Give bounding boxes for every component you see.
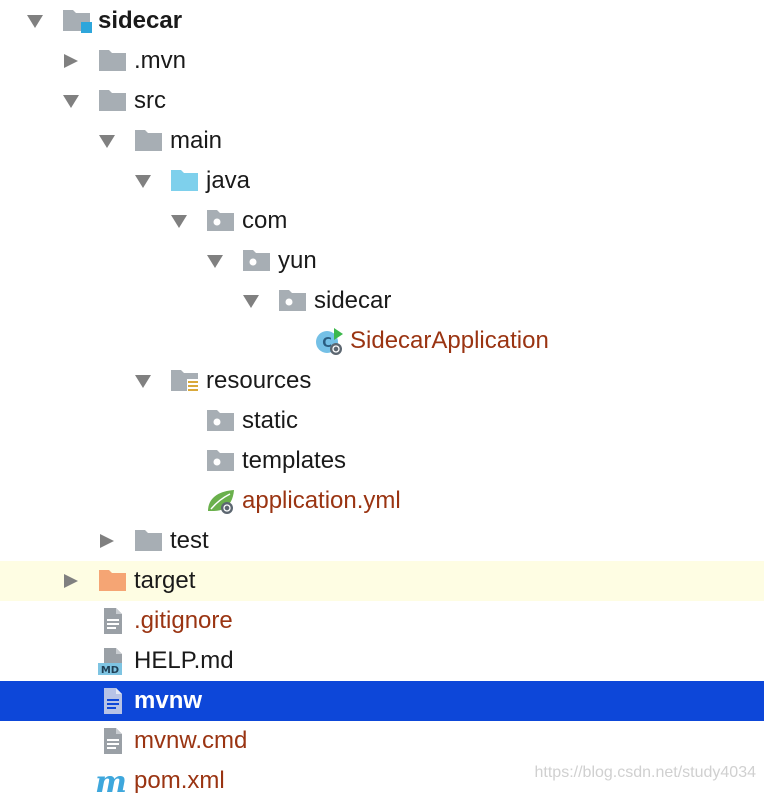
tree-row[interactable]: sidecar (0, 281, 764, 321)
tree-label: main (170, 127, 223, 154)
tree-row[interactable]: test (0, 521, 764, 561)
tree-row[interactable]: .gitignore (0, 601, 764, 641)
expand-arrow-icon[interactable] (26, 13, 44, 29)
spring-boot-class-icon: C (316, 328, 343, 355)
folder-icon (99, 50, 126, 71)
tree-label: templates (242, 447, 347, 474)
package-icon (243, 250, 270, 271)
tree-row-selected[interactable]: mvnw (0, 681, 764, 721)
tree-row[interactable]: mvnw.cmd (0, 721, 764, 761)
expand-arrow-icon[interactable] (242, 293, 260, 309)
tree-label: static (242, 407, 299, 434)
tree-label: mvnw (134, 687, 203, 714)
markdown-file-icon: MD (98, 648, 122, 675)
watermark: https://blog.csdn.net/study4034 (534, 764, 756, 781)
tree-label: src (134, 87, 166, 114)
tree-label: com (242, 207, 288, 234)
tree-row-root[interactable]: sidecar (0, 1, 764, 41)
tree-row[interactable]: MD HELP.md (0, 641, 764, 681)
tree-row[interactable]: main (0, 121, 764, 161)
tree-row[interactable]: target (0, 561, 764, 601)
tree-row[interactable]: com (0, 201, 764, 241)
package-icon (207, 210, 234, 231)
expand-arrow-icon[interactable] (134, 173, 152, 189)
tree-row[interactable]: yun (0, 241, 764, 281)
tree-label: .gitignore (134, 607, 233, 634)
tree-label: test (170, 527, 209, 554)
text-file-icon (104, 688, 122, 714)
tree-row[interactable]: templates (0, 441, 764, 481)
tree-label: pom.xml (134, 767, 225, 794)
tree-row[interactable]: .mvn (0, 41, 764, 81)
expand-arrow-icon[interactable] (62, 93, 80, 109)
tree-label: .mvn (134, 47, 187, 74)
svg-text:m: m (96, 767, 126, 795)
package-icon (207, 450, 234, 471)
tree-label: sidecar (98, 7, 183, 34)
folder-icon (135, 130, 162, 151)
collapsed-arrow-icon[interactable] (62, 53, 80, 69)
collapsed-arrow-icon[interactable] (98, 533, 116, 549)
svg-text:MD: MD (101, 665, 119, 675)
text-file-icon (104, 728, 122, 754)
spring-config-icon (208, 490, 234, 514)
package-icon (279, 290, 306, 311)
tree-row[interactable]: java (0, 161, 764, 201)
resources-folder-icon (171, 370, 199, 394)
expand-arrow-icon[interactable] (170, 213, 188, 229)
expand-arrow-icon[interactable] (134, 373, 152, 389)
tree-label: yun (278, 247, 317, 274)
tree-row[interactable]: src (0, 81, 764, 121)
tree-label: sidecar (314, 287, 392, 314)
folder-icon (99, 90, 126, 111)
tree-label: target (134, 567, 196, 594)
tree-label: application.yml (242, 487, 401, 514)
tree-label: mvnw.cmd (134, 727, 248, 754)
expand-arrow-icon[interactable] (206, 253, 224, 269)
tree-row[interactable]: resources (0, 361, 764, 401)
tree-label: java (206, 167, 251, 194)
excluded-folder-icon (99, 570, 126, 591)
tree-row[interactable]: static (0, 401, 764, 441)
svg-text:C: C (322, 336, 332, 351)
tree-label: HELP.md (134, 647, 234, 674)
tree-label: resources (206, 367, 312, 394)
collapsed-arrow-icon[interactable] (62, 573, 80, 589)
source-folder-icon (171, 170, 198, 191)
text-file-icon (104, 608, 122, 634)
tree-row[interactable]: application.yml (0, 481, 764, 521)
maven-icon: m (96, 767, 126, 795)
module-folder-icon (63, 10, 92, 33)
tree-label: SidecarApplication (350, 327, 549, 354)
package-icon (207, 410, 234, 431)
folder-icon (135, 530, 162, 551)
tree-row[interactable]: C SidecarApplication (0, 321, 764, 361)
expand-arrow-icon[interactable] (98, 133, 116, 149)
